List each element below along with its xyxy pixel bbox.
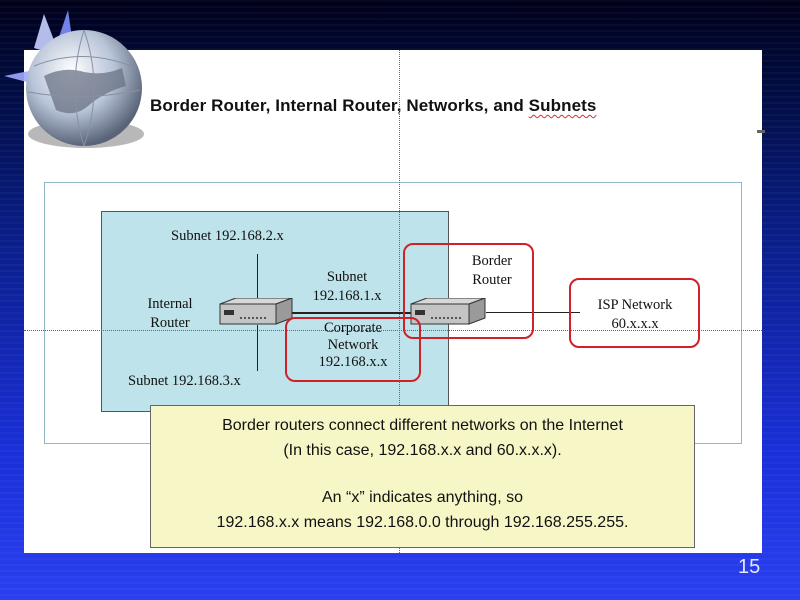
isp-line1: ISP Network: [597, 297, 673, 313]
corporate-network-label: Corporate Network 192.168.x.x: [290, 320, 416, 371]
isp-network-highlight: [569, 278, 700, 348]
title-subnets-word: Subnets: [528, 96, 597, 115]
wire-subnet-bottom: [257, 325, 258, 371]
title-text: Border Router, Internal Router, Networks…: [150, 96, 529, 115]
internal-router-line2: Router: [150, 315, 190, 331]
subnet-1-label: Subnet 192.168.1.x: [298, 268, 396, 306]
note-line4: 192.168.x.x means 192.168.0.0 through 19…: [216, 514, 629, 531]
slide-title: Border Router, Internal Router, Networks…: [150, 96, 596, 116]
note-line1: Border routers connect different network…: [222, 417, 623, 434]
wire-subnet-top: [257, 254, 258, 300]
center-guide-horizontal: [24, 330, 762, 331]
border-router-line1: Border: [471, 253, 513, 269]
corporate-network-highlight: [285, 317, 421, 382]
note-line2: (In this case, 192.168.x.x and 60.x.x.x)…: [283, 442, 562, 459]
note-spacer: [151, 463, 694, 485]
border-router-highlight: [403, 243, 534, 339]
wire-router-to-router: [290, 312, 412, 314]
subnet-1-line2: 192.168.1.x: [312, 288, 382, 304]
isp-network-label: ISP Network 60.x.x.x: [572, 296, 698, 334]
subnet-1-line1: Subnet: [326, 269, 368, 285]
page-number: 15: [738, 556, 761, 578]
internal-router-label: Internal Router: [134, 295, 206, 333]
border-router-label: Border Router: [452, 252, 532, 290]
note-line3: An “x” indicates anything, so: [322, 489, 523, 506]
corporate-line1: Corporate: [324, 320, 382, 336]
explanation-note: Border routers connect different network…: [150, 405, 695, 548]
edge-dash: [757, 130, 765, 133]
internal-router-line1: Internal: [147, 296, 193, 312]
isp-line2: 60.x.x.x: [611, 316, 659, 332]
border-router-icon: [410, 298, 486, 325]
subnet-2-label: Subnet 192.168.2.x: [171, 228, 284, 244]
internal-router-icon: [219, 298, 293, 325]
center-guide-vertical: [399, 50, 400, 553]
border-router-line2: Router: [472, 272, 512, 288]
subnet-3-label: Subnet 192.168.3.x: [128, 373, 241, 389]
corporate-line2: Network: [327, 337, 379, 353]
globe-logo-icon: [4, 10, 144, 148]
corporate-line3: 192.168.x.x: [318, 354, 388, 370]
